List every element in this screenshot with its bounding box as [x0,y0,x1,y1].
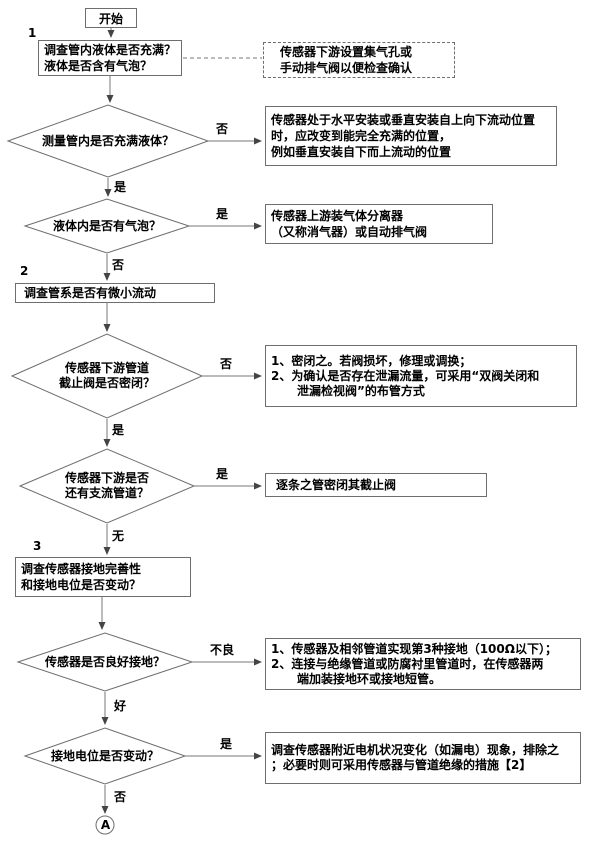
text-line: 调查管内液体是否充满？ [44,43,177,57]
edge-label-none: 无 [112,529,125,543]
edge-label-bad: 不良 [210,643,235,657]
edge-label-yes: 是 [216,207,229,221]
result-box-valve-seal: 1、密闭之。若阀损坏，修理或调换； 2、为确认是否存在泄漏流量，可采用“双阀关闭… [265,345,577,407]
text-line: 还有支流管道？ [64,486,149,500]
edge-label-good: 好 [114,699,127,713]
step-number-3: 3 [33,539,42,553]
text-line: 液体是否含有气泡？ [44,59,153,73]
text-line: 例如垂直安装自下而上流动的位置 [271,145,452,159]
text-line: 时，应改变到能完全充满的位置， [271,129,452,143]
result-box-motor-leakage: 调查传感器附近电机状况变化（如漏电）现象，排除之 ；必要时则可采用传感器与管道绝… [265,732,581,784]
text-line: 调查传感器接地完善性 [21,562,142,576]
note-box-vent-valve: 传感器下游设置集气孔或 手动排气阀以便检查确认 [263,42,455,78]
text-line: 1、密闭之。若阀损坏，修理或调换； [271,353,472,368]
step-number-1: 1 [28,26,37,40]
edge-label-yes: 是 [112,423,125,437]
edge-label-no: 否 [112,258,125,272]
decision-branch-pipes: 传感器下游是否 还有支流管道？ [17,471,197,501]
start-label: 开始 [98,11,123,26]
text-line: （又称消气器）或自动排气阀 [271,225,428,239]
decision-shutoff-valve: 传感器下游管道 截止阀是否密闭？ [17,361,197,391]
edge-label-no: 否 [220,357,233,371]
text-line: 1、传感器及相邻管道实现第3种接地（100Ω以下）； [271,641,557,656]
decision-bubbles: 液体内是否有气泡？ [52,219,161,233]
text-line: 传感器处于水平安装或垂直安装自上向下流动位置 [271,113,536,127]
text-line: 调查传感器附近电机状况变化（如漏电）现象，排除之 [271,743,560,757]
step-number-2: 2 [20,264,29,278]
decision-ground-potential: 接地电位是否变动？ [50,749,159,763]
edge-label-no: 否 [216,122,229,136]
text-line: 截止阀是否密闭？ [58,376,155,390]
process-box-micro-flow: 调查管系是否有微小流动 [15,283,215,303]
text-line: 传感器上游装气体分离器 [271,209,404,223]
text-line: 2、为确认是否存在泄漏流量，可采用“双阀关闭和 [271,368,540,383]
text-line: 传感器下游管道 [64,361,149,375]
start-node: 开始 [85,8,137,28]
text-line: 传感器下游是否 [64,471,149,485]
text-line: 泄漏检视阀”的布管方式 [297,383,425,398]
decision-grounding-good: 传感器是否良好接地？ [44,655,165,669]
edge-label-yes: 是 [220,737,233,751]
decision-tube-full: 测量管内是否充满液体？ [41,134,174,148]
edge-label-yes: 是 [114,180,127,194]
text-line: 和接地电位是否变动？ [21,578,142,592]
result-box-gas-separator: 传感器上游装气体分离器 （又称消气器）或自动排气阀 [265,204,493,244]
text-line: 2、连接与绝缘管道或防腐衬里管道时，在传感器两 [271,656,544,671]
text-line: 传感器下游设置集气孔或 [280,45,413,59]
text-line: ；必要时则可采用传感器与管道绝缘的措施【2】 [271,758,532,772]
result-box-grounding-fix: 1、传感器及相邻管道实现第3种接地（100Ω以下）； 2、连接与绝缘管道或防腐衬… [265,638,581,690]
text-line: 端加装接地环或接地短管。 [297,671,442,686]
edge-label-yes: 是 [216,467,229,481]
text-line: 手动排气阀以便检查确认 [280,61,413,75]
result-box-install-position: 传感器处于水平安装或垂直安装自上向下流动位置 时，应改变到能完全充满的位置， 例… [265,106,557,166]
result-box-close-valves: 逐条之管密闭其截止阀 [265,473,487,497]
edge-label-no: 否 [114,790,127,804]
process-box-grounding: 调查传感器接地完善性 和接地电位是否变动？ [15,557,191,597]
process-box-liquid-check: 调查管内液体是否充满？ 液体是否含有气泡？ [38,40,182,76]
terminal-node-a: A [100,818,111,832]
